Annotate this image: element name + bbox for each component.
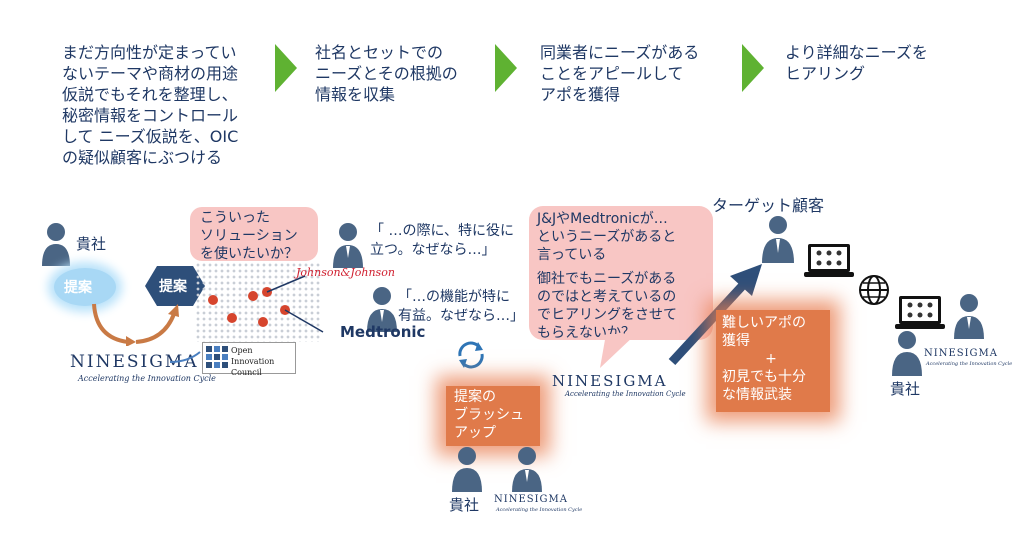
person-icon-jnj (333, 223, 363, 268)
globe-icon (859, 275, 889, 305)
kisha-label-right: 貴社 (890, 380, 921, 398)
ninesigma-logo-right: NINESIGMA (924, 348, 998, 359)
question-bubble: こういった ソリューション を使いたいか？ (190, 207, 318, 262)
ninesigma-swoosh-left (169, 351, 201, 363)
teian-hex-label: 提案 (159, 279, 187, 295)
ninesigma-tagline-center: Accelerating the Innovation Cycle (565, 390, 686, 398)
ninesigma-tagline-left: Accelerating the Innovation Cycle (78, 374, 216, 383)
appointment-line2: 初見でも十分 な情報武装 (722, 369, 806, 403)
teian-hexagon (145, 266, 205, 306)
video-call-laptop-bottom (895, 296, 945, 329)
ninesigma-logo-center: NINESIGMA (552, 372, 668, 390)
person-icon-kisha-bottom (452, 447, 482, 492)
step-arrow-2 (495, 44, 517, 92)
quote-jnj: 「 …の際に、特に役に 立つ。なぜなら…」 (370, 223, 515, 258)
oic-member-markers (208, 275, 324, 333)
ninesigma-logo-left: NINESIGMA (70, 352, 199, 372)
teian-cloud (54, 268, 116, 306)
request-bubble-tail (600, 334, 636, 368)
ninesigma-tagline-bottom: Accelerating the Innovation Cycle (496, 507, 583, 513)
step-arrow-3 (742, 44, 764, 92)
kisha-label-left: 貴社 (76, 235, 107, 253)
quote-medtronic: 「…の機能が特に 有益。なぜなら…」 (398, 289, 524, 324)
step-2-text: 社名とセットでの ニーズとその根拠の 情報を収集 (315, 43, 458, 104)
ninesigma-tagline-right: Accelerating the Innovation Cycle (926, 361, 1013, 367)
appointment-box: 難しいアポの 獲得 + 初見でも十分 な情報武装 (716, 310, 830, 412)
person-icon-ninesigma-right (954, 294, 984, 339)
oic-badge: Open Innovation Council (202, 342, 296, 377)
step-1-text: まだ方向性が定まってい ないテーマや商材の用途 仮説でもそれを整理し、 秘密情報… (62, 43, 239, 167)
brushup-box: 提案の ブラッシュ アップ (446, 386, 540, 446)
teian-cloud-label: 提案 (64, 280, 92, 296)
request-bubble: J&JやMedtronicが… というニーズがあると 言っている 御社でもニーズ… (529, 206, 713, 341)
person-icon-target (762, 216, 794, 263)
step-4-text: より詳細なニーズを ヒアリング (785, 43, 928, 83)
approach-arrow (668, 264, 762, 366)
target-customer-label: ターゲット顧客 (712, 196, 825, 215)
refresh-cycle-icon (458, 341, 484, 369)
ninesigma-logo-bottom: NINESIGMA (494, 494, 568, 505)
johnson-johnson-logo: Johnson&Johnson (296, 266, 395, 279)
oic-grid-icon (206, 346, 228, 368)
request-bubble-line1: J&JやMedtronicが… というニーズがあると 言っている (537, 211, 677, 263)
cycle-arrows (92, 303, 179, 346)
video-call-laptop-top (804, 244, 854, 277)
person-icon-ninesigma-bottom (512, 447, 542, 492)
person-icon-kisha-right (892, 331, 922, 376)
appointment-plus: + (765, 351, 777, 367)
step-3-text: 同業者にニーズがある ことをアピールして アポを獲得 (540, 43, 700, 104)
appointment-line1: 難しいアポの 獲得 (722, 315, 806, 349)
person-icon-medtronic (367, 287, 397, 332)
step-arrow-1 (275, 44, 297, 92)
request-bubble-line2: 御社でもニーズがある のではと考えているの でヒアリングをさせて もらえないか？ (537, 271, 677, 341)
medtronic-logo: Medtronic (340, 323, 426, 341)
person-icon-kisha-left (42, 223, 70, 266)
kisha-label-bottom: 貴社 (449, 496, 480, 514)
oic-label: Open Innovation Council (231, 346, 275, 377)
